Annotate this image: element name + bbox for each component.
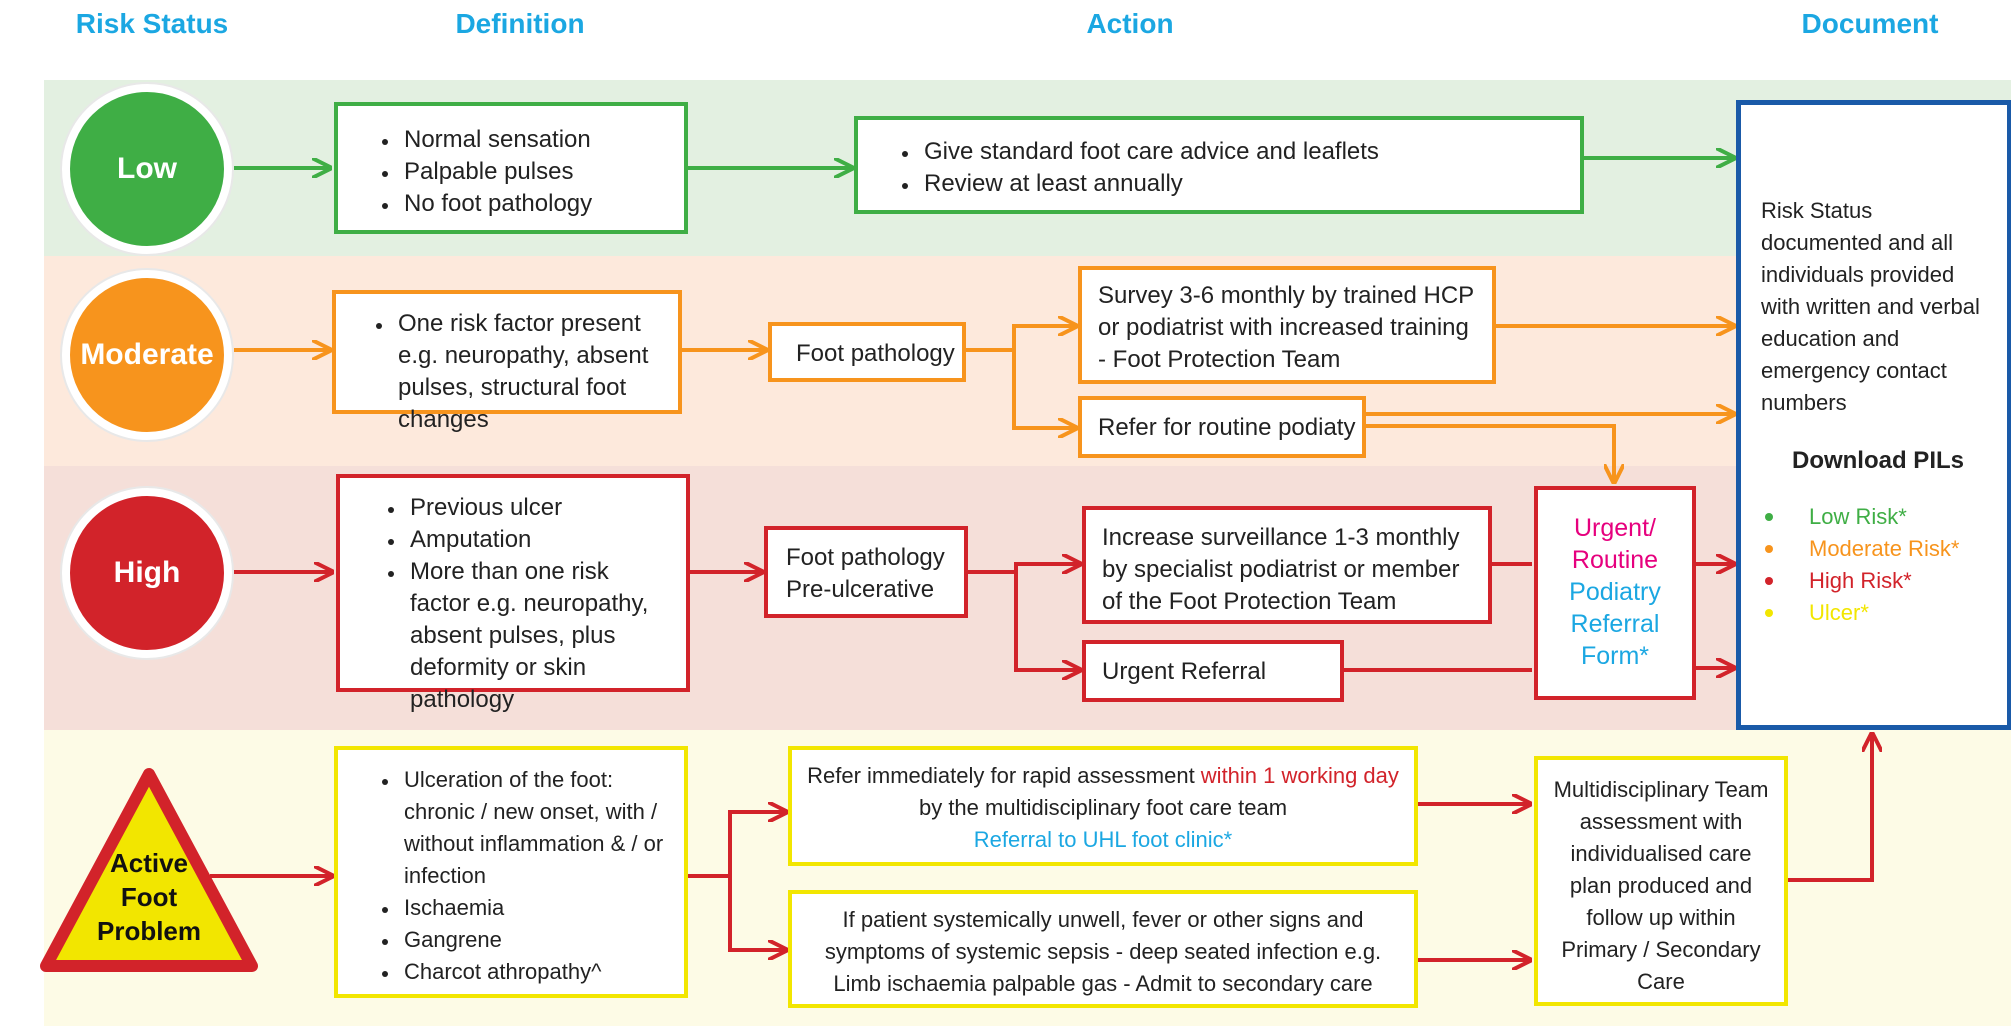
pil-high-risk-link[interactable]: High Risk* [1761, 565, 1995, 597]
pil-high-risk-label[interactable]: High Risk* [1809, 568, 1912, 593]
high-surveillance-text: Increase surveillance 1-3 monthly by spe… [1102, 524, 1460, 615]
arrow-mdt-to-document [1786, 734, 1872, 882]
bullet-icon [1765, 609, 1773, 617]
list-item: Give standard foot care advice and leafl… [920, 136, 1570, 168]
list-item: Review at least annually [920, 168, 1570, 200]
pil-low-risk-link[interactable]: Low Risk* [1761, 501, 1995, 533]
high-pathology-text-2: Pre-ulcerative [786, 576, 935, 603]
list-item: Normal sensation [400, 124, 674, 156]
risk-active-label: Active Foot Problem [80, 846, 218, 948]
active-refer-red: within 1 working day [1200, 763, 1399, 788]
arrow-active-to-unwell [728, 876, 786, 950]
low-action-box: Give standard foot care advice and leafl… [854, 116, 1584, 214]
document-text: Risk Status documented and all individua… [1761, 198, 1980, 415]
bullet-icon [1765, 545, 1773, 553]
risk-active-label-3: Problem [96, 916, 202, 946]
bullet-icon [1765, 577, 1773, 585]
pil-ulcer-link[interactable]: Ulcer* [1761, 597, 1995, 629]
arrow-moderate-to-refer [1012, 350, 1076, 428]
active-refer-pre: Refer immediately for rapid assessment [807, 763, 1201, 788]
header-action: Action [1086, 8, 1174, 39]
high-surveillance-box: Increase surveillance 1-3 monthly by spe… [1082, 506, 1492, 624]
low-definition-box: Normal sensation Palpable pulses No foot… [334, 102, 688, 234]
risk-high-label: High [113, 556, 181, 589]
download-pils-heading: Download PILs [1791, 447, 1964, 474]
pil-moderate-risk-label[interactable]: Moderate Risk* [1809, 536, 1960, 561]
list-item: Gangrene [400, 924, 668, 956]
arrow-high-to-surveillance [966, 564, 1080, 574]
moderate-pathology-text: Foot pathology [796, 340, 955, 367]
active-definition-box: Ulceration of the foot: chronic / new on… [334, 746, 688, 998]
risk-active-triangle [40, 768, 258, 972]
list-item: One risk factor present e.g. neuropathy,… [394, 308, 664, 436]
active-definition-list: Ulceration of the foot: chronic / new on… [338, 764, 668, 988]
moderate-definition-box: One risk factor present e.g. neuropathy,… [332, 290, 682, 433]
high-definition-list: Previous ulcer Amputation More than one … [340, 492, 672, 716]
list-item: Palpable pulses [400, 156, 674, 188]
risk-moderate-circle: Moderate [62, 270, 232, 440]
header-definition: Definition [455, 8, 585, 39]
high-urgent-text: Urgent Referral [1102, 658, 1267, 685]
list-item: More than one risk factor e.g. neuropath… [406, 556, 672, 716]
moderate-survey-text: Survey 3-6 monthly by trained HCP or pod… [1098, 282, 1474, 373]
high-pathology-text-1: Foot pathology [786, 544, 945, 571]
podiatry-referral-form-link[interactable]: Urgent/ Routine Podiatry Referral Form* [1534, 486, 1696, 700]
pil-list: Low Risk* Moderate Risk* High Risk* Ulce… [1761, 501, 1995, 629]
active-unwell-box: If patient systemically unwell, fever or… [788, 890, 1418, 1008]
arrow-high-to-urgent [1014, 572, 1080, 670]
active-unwell-text: If patient systemically unwell, fever or… [824, 907, 1382, 996]
moderate-survey-box: Survey 3-6 monthly by trained HCP or pod… [1078, 266, 1496, 384]
document-box: Risk Status documented and all individua… [1736, 100, 2011, 730]
high-definition-box: Previous ulcer Amputation More than one … [336, 474, 690, 713]
moderate-definition-list: One risk factor present e.g. neuropathy,… [336, 308, 664, 436]
mdt-text: Multidisciplinary Team assessment with i… [1553, 777, 1769, 994]
form-urgent-text[interactable]: Urgent/ [1574, 514, 1656, 542]
form-routine-text[interactable]: Routine [1571, 546, 1659, 574]
uhl-foot-clinic-link[interactable]: Referral to UHL foot clinic* [973, 827, 1233, 852]
arrow-active-to-refer [688, 812, 786, 878]
low-action-list: Give standard foot care advice and leafl… [858, 136, 1570, 200]
list-item: Charcot athropathy^ [400, 956, 668, 988]
list-item: No foot pathology [400, 188, 674, 220]
high-urgent-box: Urgent Referral [1082, 640, 1344, 702]
risk-high-circle: High [62, 488, 232, 658]
header-risk-status: Risk Status [75, 8, 229, 39]
risk-active-label-2: Foot [120, 882, 178, 912]
risk-low-label: Low [117, 152, 177, 185]
list-item: Previous ulcer [406, 492, 672, 524]
high-pathology-box: Foot pathology Pre-ulcerative [764, 526, 968, 618]
risk-moderate-label: Moderate [80, 338, 214, 371]
list-item: Ischaemia [400, 892, 668, 924]
form-rest-text[interactable]: Podiatry Referral Form* [1569, 578, 1661, 670]
active-refer-box: Refer immediately for rapid assessment w… [788, 746, 1418, 866]
risk-active-label-1: Active [109, 848, 189, 878]
header-document: Document [1801, 8, 1939, 39]
arrow-moderate-to-survey [964, 326, 1076, 352]
moderate-refer-text: Refer for routine podiaty [1098, 414, 1356, 441]
bullet-icon [1765, 513, 1773, 521]
pil-ulcer-label[interactable]: Ulcer* [1809, 600, 1869, 625]
low-definition-list: Normal sensation Palpable pulses No foot… [338, 124, 674, 220]
active-refer-post: by the multidisciplinary foot care team [918, 795, 1288, 820]
moderate-refer-box: Refer for routine podiaty [1078, 396, 1366, 458]
list-item: Ulceration of the foot: chronic / new on… [400, 764, 668, 892]
list-item: Amputation [406, 524, 672, 556]
pil-low-risk-label[interactable]: Low Risk* [1809, 504, 1907, 529]
pil-moderate-risk-link[interactable]: Moderate Risk* [1761, 533, 1995, 565]
risk-low-circle: Low [62, 84, 232, 254]
moderate-pathology-box: Foot pathology [768, 322, 966, 382]
mdt-box: Multidisciplinary Team assessment with i… [1534, 756, 1788, 1006]
arrow-refer-to-form [1364, 424, 1614, 482]
